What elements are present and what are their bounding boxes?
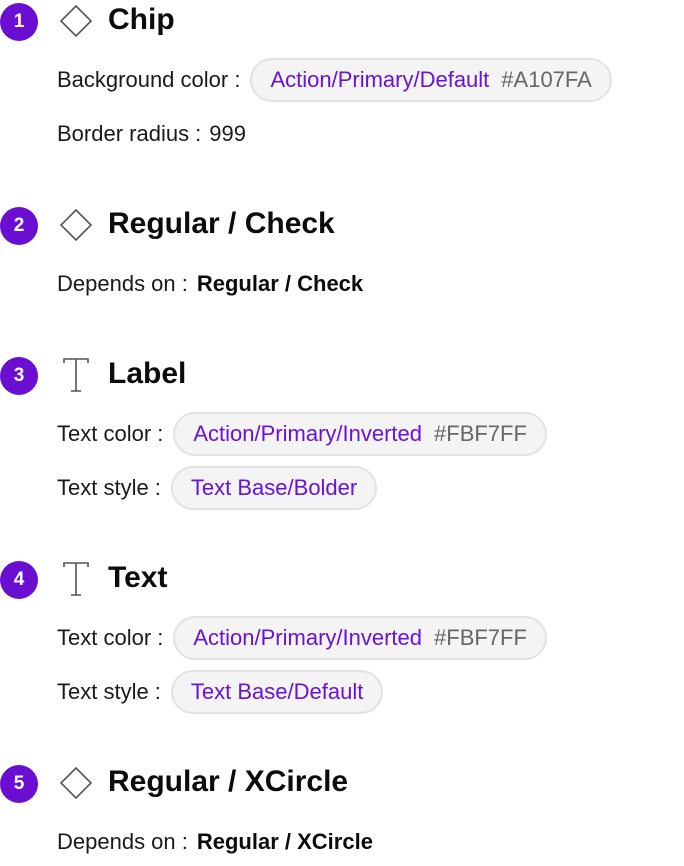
step-badge: 3 xyxy=(0,357,38,395)
color-token-chip[interactable]: Action/Primary/Default #A107FA xyxy=(250,58,612,102)
property-label: Border radius : xyxy=(57,121,202,146)
token-name: Action/Primary/Inverted xyxy=(193,625,423,650)
property-row: Text style : Text Base/Bolder xyxy=(57,464,378,512)
token-hex: #FBF7FF xyxy=(434,421,527,446)
diamond-icon xyxy=(58,3,94,39)
step-badge: 4 xyxy=(0,561,38,599)
token-name: Action/Primary/Default xyxy=(270,67,490,92)
dependency-value: Regular / XCircle xyxy=(196,829,373,854)
section-title: Text xyxy=(108,561,168,594)
diamond-icon xyxy=(58,207,94,243)
step-badge: 5 xyxy=(0,765,38,803)
section-title: Label xyxy=(108,357,187,390)
property-label: Text style : xyxy=(57,475,161,500)
text-style-chip[interactable]: Text Base/Bolder xyxy=(170,466,378,510)
color-token-chip[interactable]: Action/Primary/Inverted #FBF7FF xyxy=(173,412,547,456)
property-label: Text style : xyxy=(57,679,161,704)
section-text: 4 Text Text color : Action/Primary/Inver… xyxy=(0,558,684,714)
section-header: 1 Chip xyxy=(0,0,684,41)
property-row: Depends on : Regular / XCircle xyxy=(57,818,373,866)
section-title: Regular / XCircle xyxy=(108,765,349,798)
token-hex: #FBF7FF xyxy=(434,625,527,650)
property-row: Text color : Action/Primary/Inverted #FB… xyxy=(57,614,547,662)
section-label: 3 Label Text color : Action/Primary/Inve… xyxy=(0,354,684,510)
property-value: 999 xyxy=(209,121,247,146)
color-token-chip[interactable]: Action/Primary/Inverted #FBF7FF xyxy=(173,616,547,660)
property-label: Text color : xyxy=(57,421,164,446)
token-name: Text Base/Default xyxy=(190,679,364,704)
section-regular-xcircle: 5 Regular / XCircle Depends on : Regular… xyxy=(0,762,684,854)
text-icon xyxy=(58,357,94,393)
property-label: Depends on : xyxy=(57,271,188,296)
step-badge: 1 xyxy=(0,3,38,41)
property-label: Text color : xyxy=(57,625,164,650)
text-icon xyxy=(58,561,94,597)
property-row: Background color : Action/Primary/Defaul… xyxy=(57,56,612,104)
section-header: 2 Regular / Check xyxy=(0,204,684,245)
property-row: Text color : Action/Primary/Inverted #FB… xyxy=(57,410,547,458)
section-regular-check: 2 Regular / Check Depends on : Regular /… xyxy=(0,204,684,296)
section-header: 5 Regular / XCircle xyxy=(0,762,684,803)
section-header: 4 Text xyxy=(0,558,684,599)
property-row: Border radius : 999 xyxy=(57,110,246,158)
section-title: Chip xyxy=(108,3,175,36)
token-hex: #A107FA xyxy=(501,67,592,92)
token-name: Action/Primary/Inverted xyxy=(193,421,423,446)
section-header: 3 Label xyxy=(0,354,684,395)
property-label: Depends on : xyxy=(57,829,188,854)
step-badge: 2 xyxy=(0,207,38,245)
diamond-icon xyxy=(58,765,94,801)
token-name: Text Base/Bolder xyxy=(190,475,358,500)
section-title: Regular / Check xyxy=(108,207,335,240)
section-chip: 1 Chip Background color : Action/Primary… xyxy=(0,0,684,146)
dependency-value: Regular / Check xyxy=(196,271,364,296)
property-row: Text style : Text Base/Default xyxy=(57,668,384,716)
text-style-chip[interactable]: Text Base/Default xyxy=(170,670,384,714)
property-row: Depends on : Regular / Check xyxy=(57,260,363,308)
property-label: Background color : xyxy=(57,67,241,92)
